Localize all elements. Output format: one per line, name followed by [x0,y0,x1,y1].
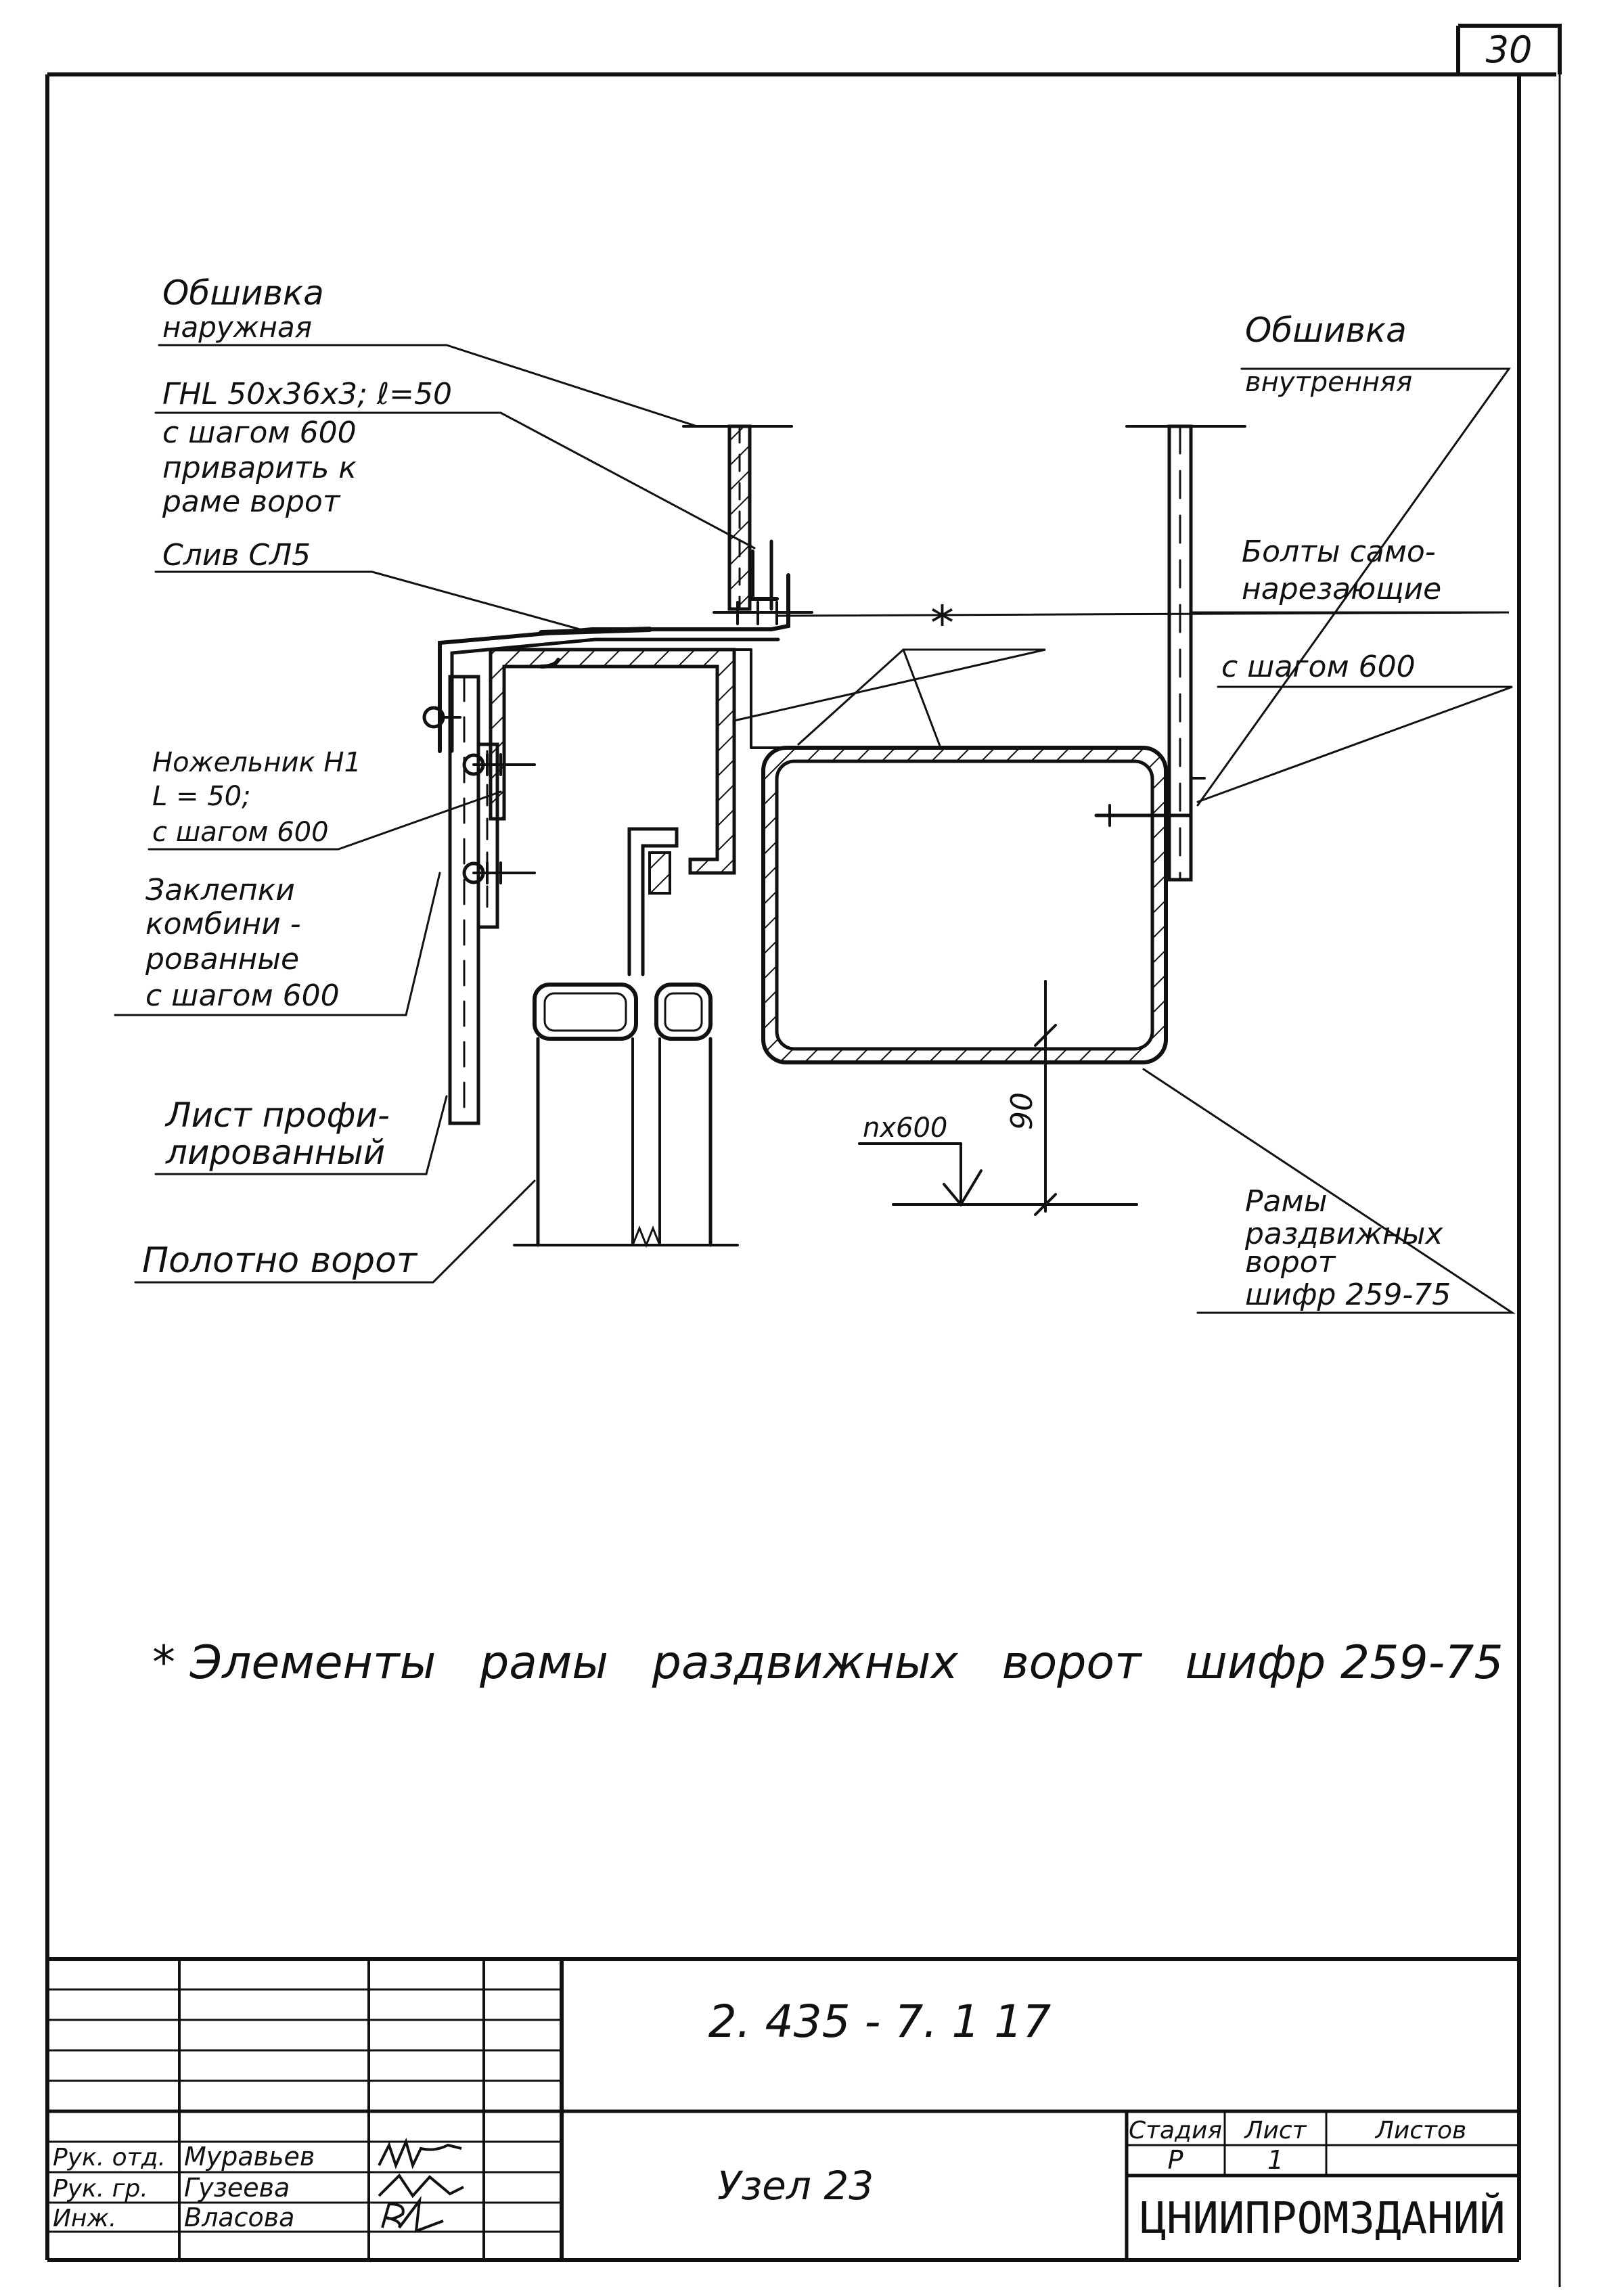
doc-code: 2. 435 - 7. 1 17 [708,1996,1052,2048]
sheet-value: 1 [1267,2145,1284,2175]
label-pitch: nx600 [863,1112,947,1144]
label-inner-cladding-1: Обшивка [1245,311,1407,350]
label-frame-1: Рамы [1245,1184,1327,1219]
label-sheet-1: Лист профи- [164,1096,390,1135]
sheet-number: 30 [1486,28,1533,71]
inner-cladding [1167,424,1206,882]
label-angle-spec: ГНL 50x36x3; ℓ=50 [162,377,452,411]
title-block [47,1957,1519,2260]
drip-flashing [438,573,790,753]
label-gate-leaf: Полотно ворот [142,1240,418,1281]
profiled-sheet-assembly [422,675,536,1125]
sheets-label: Листов [1374,2117,1466,2144]
signatures [378,2138,464,2234]
name-head-group: Гузеева [184,2173,290,2203]
label-knife-3: с шагом 600 [152,817,329,848]
dimension-90 [858,980,1138,1216]
label-bolts-1: Болты само- [1242,535,1436,569]
sheet-label: Лист [1243,2117,1307,2144]
label-knife-1: Ножельник Н1 [152,747,361,778]
label-dim-90: 90 [1005,1092,1039,1130]
label-rivets-3: рованные [145,942,299,976]
label-outer-cladding-1: Обшивка [162,273,324,313]
label-angle-step-2: приварить к [162,451,357,485]
label-star: * [930,595,954,651]
label-drip: Слив СЛ5 [162,538,311,572]
role-head-dept: Рук. отд. [53,2144,166,2171]
role-head-group: Рук. гр. [53,2175,148,2203]
label-inner-cladding-2: внутренняя [1245,367,1412,398]
label-frame-2: раздвижных [1244,1217,1443,1251]
gate-leaf [513,983,739,1248]
stage-value: Р [1168,2145,1183,2175]
stage-label: Стадия [1129,2117,1222,2144]
label-angle-step-3: раме ворот [162,485,341,519]
outer-cladding [727,424,752,611]
drawing-title: Узел 23 [717,2163,874,2209]
label-bolts-3: с шагом 600 [1221,650,1416,684]
organization: ЦНИИПРОМЗДАНИЙ [1140,2192,1505,2244]
label-bolts-2: нарезающие [1242,572,1441,606]
leader-lines [114,344,1516,1314]
name-head-dept: Муравьев [184,2142,315,2171]
role-engineer: Инж. [53,2205,116,2232]
label-frame-4: шифр 259-75 [1245,1278,1451,1312]
angle-gnl-50x36x3 [713,539,813,625]
label-rivets-2: комбини - [145,907,301,941]
label-outer-cladding-2: наружная [162,311,312,344]
sliding-gate-frame-tube [761,746,1193,1064]
title-block-text: 2. 435 - 7. 1 17 Узел 23 Стадия Лист Лис… [53,1996,1506,2244]
gate-leaf-hook [627,827,679,976]
callout-labels: Обшивка наружная ГНL 50x36x3; ℓ=50 с шаг… [142,273,1451,1312]
label-rivets-1: Заклепки [145,873,295,907]
sheet-number-box: 30 [1456,24,1562,74]
footnote: * Элементы рамы раздвижных ворот шифр 25… [152,1636,1504,1690]
name-engineer: Власова [184,2203,294,2232]
label-sheet-2: лированный [165,1133,385,1172]
node-detail [114,344,1516,1314]
label-angle-step-1: с шагом 600 [162,415,357,450]
label-rivets-4: с шагом 600 [145,978,340,1013]
drawing-frame [45,72,1561,2287]
label-frame-3: ворот [1245,1245,1336,1280]
label-knife-2: L = 50; [152,781,251,812]
